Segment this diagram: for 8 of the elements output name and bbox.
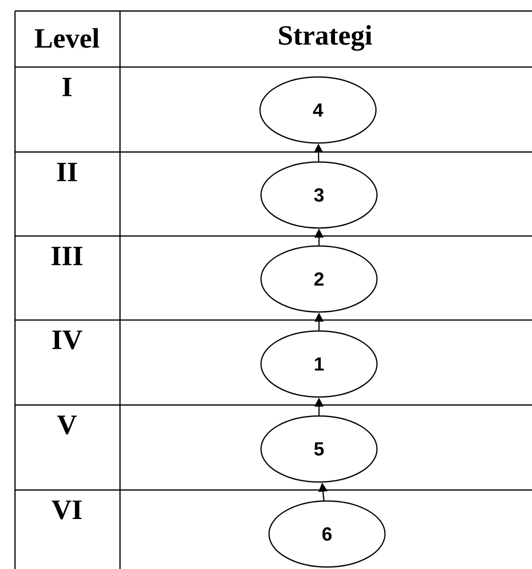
header-cell: Strategi — [279, 25, 372, 51]
level-cell: V — [57, 416, 77, 434]
level-cell: I — [62, 78, 72, 96]
header-cell: Level — [34, 28, 100, 48]
level-cell: VI — [52, 500, 82, 520]
level-cell: II — [57, 162, 77, 182]
level-cell: IV — [52, 330, 82, 350]
level-cell: III — [52, 246, 82, 266]
